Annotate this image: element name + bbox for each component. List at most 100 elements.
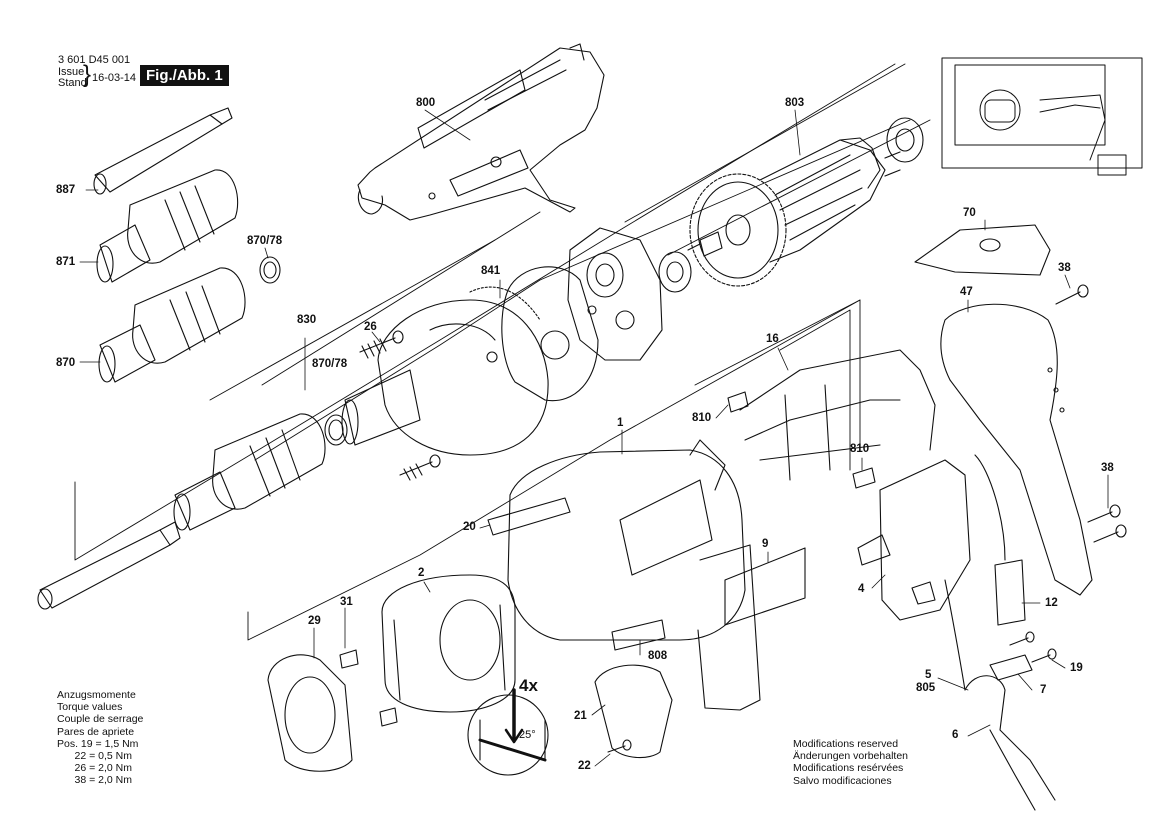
motor-housing-1: [507, 439, 761, 711]
pin-31-lower: [379, 707, 398, 727]
part-label-810-lower: 810: [850, 443, 870, 455]
part-label-2: 2: [418, 567, 425, 579]
capacitor-12: [994, 559, 1026, 626]
power-cord-6: [944, 454, 1056, 811]
part-label-870: 870: [56, 357, 76, 369]
bearing-rear: [886, 117, 924, 163]
torque-title-de: Anzugsmomente: [57, 689, 136, 701]
screw-38-middle: [1087, 504, 1121, 523]
cable-clamp-7: [989, 654, 1033, 681]
issue-label: Issue: [58, 66, 85, 78]
part-label-800: 800: [416, 97, 436, 109]
intermediate-plate-841: [469, 266, 599, 402]
bit-holder-lower: [37, 521, 181, 610]
assembly-detail: [467, 688, 549, 776]
modifications-fr: Modifications resérvées: [793, 762, 904, 775]
screw-26-lower: [399, 454, 441, 481]
screw-26-upper: [359, 330, 404, 359]
o-ring-870-78-lower: [324, 414, 348, 446]
o-ring-870-78-upper: [259, 256, 281, 284]
depth-locator-lower: [173, 413, 326, 531]
bearing-flange-plate: [567, 227, 663, 361]
part-label-12: 12: [1045, 597, 1058, 609]
part-label-7: 7: [1040, 684, 1047, 696]
modifications-note: Modifications reserved Änderungen vorbeh…: [793, 738, 908, 787]
torque-pos-19: Pos. 19 = 1,5 Nm: [57, 737, 139, 750]
handle-half-47: [940, 303, 1093, 596]
figure-badge: Fig./Abb. 1: [140, 65, 229, 86]
part-label-22: 22: [578, 760, 591, 772]
carbon-brush-810-lower: [852, 467, 876, 489]
screw-38-lower: [1093, 524, 1127, 543]
part-label-47: 47: [960, 286, 973, 298]
part-label-38-lower: 38: [1101, 462, 1114, 474]
detail-multiplier: 4x: [519, 676, 538, 695]
cover-70: [914, 224, 1051, 276]
cover-21: [594, 664, 673, 759]
part-label-1: 1: [617, 417, 624, 429]
part-label-5: 5: [925, 669, 932, 681]
depth-locator-870: [98, 267, 246, 383]
screw-38-upper: [1055, 284, 1089, 305]
part-label-20: 20: [463, 521, 476, 533]
part-label-31: 31: [340, 596, 353, 608]
modifications-es: Salvo modificaciones: [793, 774, 892, 787]
part-label-21: 21: [574, 710, 587, 722]
torque-pos-22: 22 = 0,5 Nm: [57, 750, 133, 763]
part-label-841: 841: [481, 265, 501, 277]
armature-803: [687, 137, 901, 287]
field-2: [381, 574, 516, 713]
torque-title-fr: Couple de serrage: [57, 713, 144, 726]
part-label-887: 887: [56, 184, 76, 196]
brush-holder-29: [267, 654, 353, 772]
bit-holder-887: [93, 107, 233, 195]
part-label-803: 803: [785, 97, 805, 109]
assembly-guide-lines: [74, 63, 931, 641]
part-label-6: 6: [952, 729, 959, 741]
torque-values-block: Anzugsmomente Torque values Couple de se…: [57, 689, 143, 787]
torque-title-en: Torque values: [57, 701, 123, 714]
part-label-810-upper: 810: [692, 412, 712, 424]
document-number: 3 601 D45 001: [58, 54, 131, 66]
issue-date: 16-03-14: [92, 72, 137, 84]
part-label-26: 26: [364, 321, 377, 333]
depth-locator-871: [96, 169, 239, 283]
gear-housing-830: [341, 299, 549, 456]
modifications-de: Änderungen vorbehalten: [793, 750, 909, 763]
part-label-16: 16: [766, 333, 779, 345]
screw-22: [607, 739, 632, 753]
bearing-front: [658, 251, 692, 293]
label-20: [487, 497, 571, 536]
part-label-19: 19: [1070, 662, 1083, 674]
torque-pos-38: 38 = 2,0 Nm: [57, 774, 133, 787]
torque-pos-26: 26 = 2,0 Nm: [57, 762, 133, 775]
leader-lines: [79, 109, 1109, 767]
part-label-870-78-lower: 870/78: [312, 358, 348, 370]
stand-label: Stand: [58, 77, 87, 89]
part-label-805: 805: [916, 682, 936, 694]
carbon-brush-810-upper: [727, 391, 749, 413]
circuit-diagram: [941, 57, 1143, 176]
brace-icon: }: [83, 61, 92, 88]
switch-4: [857, 459, 971, 621]
part-label-4: 4: [858, 583, 865, 595]
part-label-830: 830: [297, 314, 317, 326]
wiring-harness-16: [739, 349, 936, 481]
part-label-70: 70: [963, 207, 976, 219]
part-label-870-78-upper: 870/78: [247, 235, 283, 247]
screw-19-b: [1031, 648, 1057, 663]
detail-angle: 25°: [519, 729, 536, 741]
part-label-808: 808: [648, 650, 668, 662]
depth-stop-attachment-800: [357, 43, 605, 221]
pin-31-upper: [339, 649, 359, 669]
insulating-sheet-9: [724, 547, 806, 626]
part-label-38-upper: 38: [1058, 262, 1071, 274]
part-label-9: 9: [762, 538, 769, 550]
modifications-en: Modifications reserved: [793, 738, 899, 750]
rating-plate-808: [611, 619, 666, 651]
torque-title-es: Pares de apriete: [57, 725, 135, 738]
screw-19-a: [1009, 631, 1035, 646]
part-label-871: 871: [56, 256, 76, 268]
part-label-29: 29: [308, 615, 321, 627]
